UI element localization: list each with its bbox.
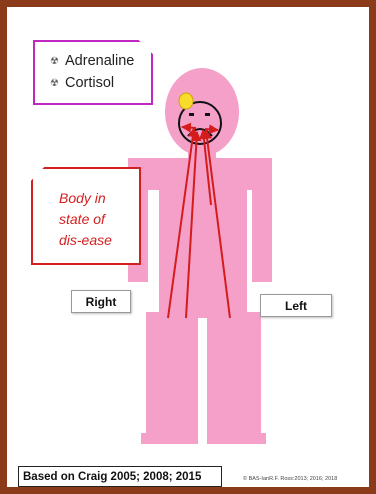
copyright-notice: © BAS-IanR.F. Ross:2013; 2016; 2018: [243, 476, 337, 482]
hormone-callout: ☢ Adrenaline ☢ Cortisol: [33, 40, 153, 105]
left-foot: [207, 433, 266, 444]
state-line: state of: [59, 209, 139, 230]
hormone-item: ☢ Adrenaline: [49, 50, 151, 72]
source-credit: Based on Craig 2005; 2008; 2015: [18, 466, 222, 487]
right-foot: [141, 433, 198, 444]
left-eye: [189, 113, 194, 116]
state-line: Body in: [59, 188, 139, 209]
hormone-label: Cortisol: [65, 75, 114, 91]
right-leg: [146, 312, 198, 440]
head: [165, 68, 239, 156]
state-callout: Body in state of dis-ease: [31, 167, 141, 265]
hormone-label: Adrenaline: [65, 53, 134, 69]
right-eye: [205, 113, 210, 116]
radiation-icon: ☢: [49, 56, 60, 67]
eye-dot-icon: [179, 93, 193, 109]
left-side-label: Left: [260, 294, 332, 317]
arrow: [182, 127, 196, 128]
left-leg: [207, 312, 261, 440]
arrow: [205, 129, 218, 130]
torso-arms: [128, 158, 272, 318]
body-silhouette: [128, 68, 272, 444]
hormone-item: ☢ Cortisol: [49, 72, 151, 94]
right-side-label: Right: [71, 290, 131, 313]
state-line: dis-ease: [59, 230, 139, 251]
radiation-icon: ☢: [49, 78, 60, 89]
